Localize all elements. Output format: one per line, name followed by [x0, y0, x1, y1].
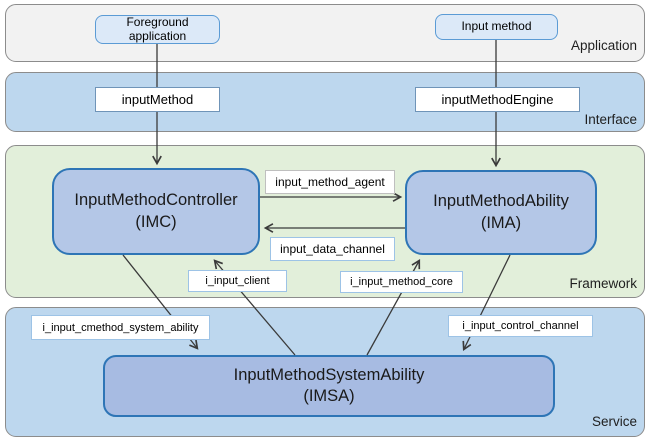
node-inputmethod-api-label: inputMethod	[121, 92, 194, 107]
imc-abbr: (IMC)	[135, 212, 177, 231]
connector-input-data-channel: input_data_channel	[270, 237, 395, 261]
ima-name: InputMethodAbility	[433, 192, 569, 211]
connector-i-input-method-core-label: i_input_method_core	[350, 276, 453, 288]
node-input-method-controller: InputMethodController (IMC)	[52, 168, 260, 255]
node-inputmethod-api: inputMethod	[95, 87, 220, 112]
connector-i-input-client-label: i_input_client	[205, 275, 270, 287]
imsa-name: InputMethodSystemAbility	[233, 365, 425, 384]
connector-i-input-cmethod-system-ability: i_input_cmethod_system_ability	[31, 315, 210, 340]
node-foreground-application-label: Foreground application	[126, 14, 189, 43]
connector-i-input-method-core: i_input_method_core	[340, 271, 463, 293]
ima-abbr: (IMA)	[480, 213, 522, 232]
layer-label-framework: Framework	[569, 276, 637, 291]
node-foreground-application: Foreground application	[95, 15, 220, 44]
layer-label-application: Application	[570, 38, 637, 53]
node-input-method-ability: InputMethodAbility (IMA)	[405, 170, 597, 255]
node-inputmethodengine-api: inputMethodEngine	[415, 87, 580, 112]
node-input-method: Input method	[435, 14, 558, 40]
node-input-method-label: Input method	[461, 19, 532, 34]
imsa-abbr: (IMSA)	[303, 387, 355, 405]
layer-label-interface: Interface	[584, 112, 637, 127]
connector-input-method-agent: input_method_agent	[265, 170, 395, 194]
node-inputmethodengine-api-label: inputMethodEngine	[441, 92, 554, 107]
imc-name: InputMethodController	[74, 191, 238, 210]
node-input-method-system-ability: InputMethodSystemAbility (IMSA)	[103, 355, 555, 417]
connector-i-input-cmethod-system-ability-label: i_input_cmethod_system_ability	[42, 321, 199, 334]
connector-input-data-channel-label: input_data_channel	[280, 242, 385, 256]
layer-label-service: Service	[591, 414, 637, 429]
connector-i-input-control-channel-label: i_input_control_channel	[462, 320, 579, 332]
connector-input-method-agent-label: input_method_agent	[275, 175, 385, 189]
connector-i-input-client: i_input_client	[188, 270, 287, 292]
